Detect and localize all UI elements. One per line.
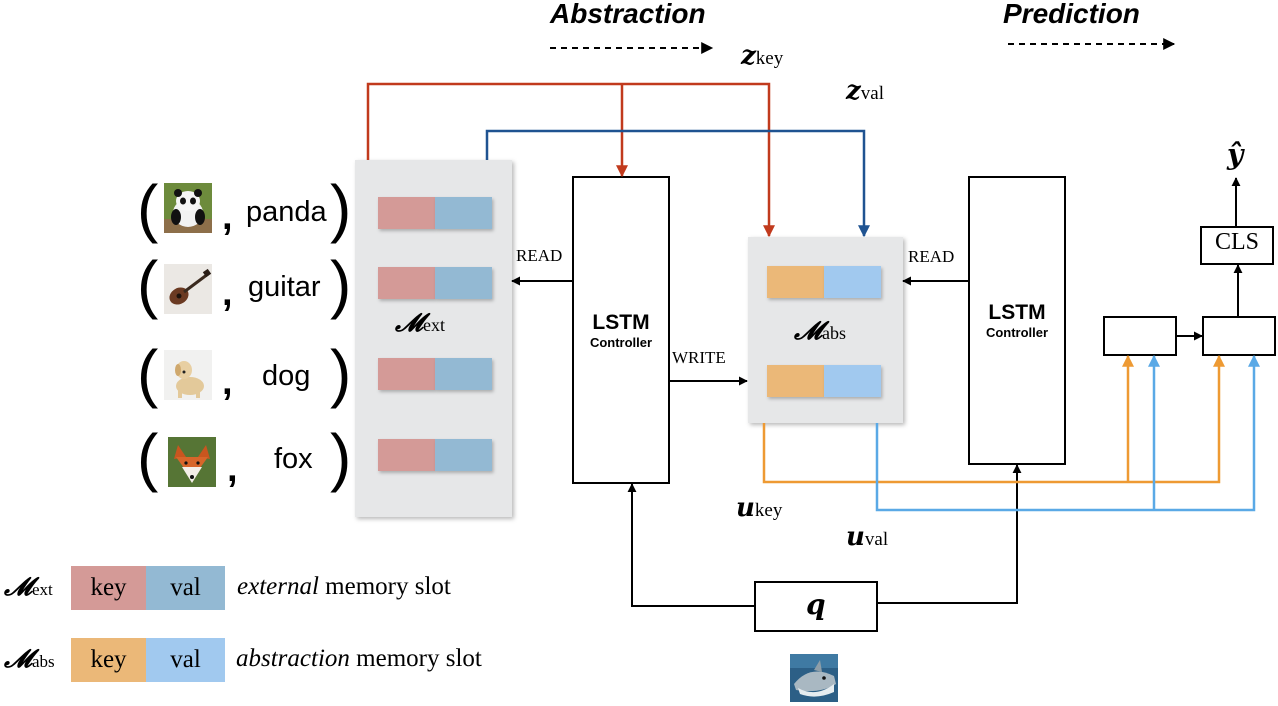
u-val-label: uval: [846, 522, 889, 552]
abs-slot-val: [824, 365, 881, 397]
fox-thumbnail: [168, 437, 216, 487]
legend-abs-val-swatch: [146, 638, 225, 682]
cls-label: CLS: [1214, 229, 1259, 255]
fox-icon: [168, 437, 216, 487]
lstm-controller-1: LSTM Controller: [573, 311, 669, 350]
lstm-controller-2-box: [968, 176, 1066, 465]
hidden-box-1: [1103, 316, 1177, 356]
pair-label-fox: fox: [274, 443, 313, 475]
pair-comma: ,: [222, 361, 233, 403]
legend-abstraction-memory-symbol: 𝓜abs: [4, 644, 55, 673]
ext-slot-val: [435, 439, 492, 471]
read-abs-label: READ: [908, 247, 955, 266]
hidden-box-2: [1202, 316, 1276, 356]
prediction-heading: Prediction: [1003, 0, 1140, 29]
external-memory-slots: [378, 197, 492, 471]
pair-label-guitar: guitar: [248, 271, 321, 303]
lstm-controller-1-subtitle: Controller: [589, 335, 653, 350]
legend-abs-val-label: val: [170, 646, 201, 673]
query-label: q: [806, 588, 826, 621]
legend-external-memory-symbol: 𝓜ext: [4, 572, 53, 601]
write-abs-label: WRITE: [672, 348, 726, 367]
pair-label-panda: panda: [246, 196, 327, 228]
pair-comma: ,: [227, 448, 238, 490]
z-key-label: zkey: [741, 41, 784, 71]
ext-slot-key: [378, 439, 435, 471]
pair-close-paren: ): [330, 337, 352, 409]
pair-close-paren: ): [330, 248, 352, 320]
legend-abs-key-label: key: [90, 646, 127, 673]
query-to-controller-2: [877, 464, 1022, 604]
u-key-label: ukey: [736, 493, 783, 523]
query-box: [754, 581, 878, 632]
abstraction-memory-slots: [767, 266, 881, 397]
query-shark-thumbnail: [790, 654, 838, 702]
query-to-controller-1: [627, 483, 755, 607]
abstraction-heading: Abstraction: [550, 0, 706, 29]
lstm-controller-1-box: [572, 176, 670, 484]
abs-slot-key: [767, 266, 824, 298]
legend-ext-key-label: key: [90, 574, 127, 601]
external-memory-label: 𝓜ext: [395, 308, 446, 337]
ext-slot-val: [435, 267, 492, 299]
z-val-line: [485, 129, 870, 238]
pair-close-paren: ): [330, 172, 352, 244]
z-val-label: zval: [846, 76, 884, 106]
pair-close-paren: ): [330, 421, 352, 493]
pair-open-paren: (: [137, 421, 159, 493]
guitar-thumbnail: [164, 264, 212, 314]
legend-abstraction-description: abstraction memory slot: [236, 645, 482, 672]
shark-icon: [790, 654, 838, 702]
panda-icon: [164, 183, 212, 233]
pair-open-paren: (: [137, 337, 159, 409]
read-ext-label: READ: [516, 246, 563, 265]
lstm-controller-2-subtitle: Controller: [985, 325, 1049, 340]
pair-open-paren: (: [137, 172, 159, 244]
ext-slot-key: [378, 358, 435, 390]
abs-slot-val: [824, 266, 881, 298]
abstraction-memory-label: 𝓜abs: [794, 316, 847, 345]
ext-slot-val: [435, 358, 492, 390]
u-key-line: [762, 354, 1225, 484]
u-val-line: [875, 354, 1260, 512]
dog-icon: [164, 350, 212, 400]
pair-comma: ,: [222, 196, 233, 238]
ext-slot-val: [435, 197, 492, 229]
abs-slot-key: [767, 365, 824, 397]
lstm-controller-2-title: LSTM: [988, 301, 1046, 324]
pair-label-dog: dog: [262, 360, 311, 392]
legend-ext-val-label: val: [170, 574, 201, 601]
pair-comma: ,: [222, 272, 233, 314]
ext-slot-key: [378, 197, 435, 229]
guitar-icon: [164, 264, 212, 314]
lstm-controller-2: LSTM Controller: [969, 301, 1065, 340]
legend-abs-key-swatch: [71, 638, 146, 682]
lstm-controller-1-title: LSTM: [592, 311, 650, 334]
panda-thumbnail: [164, 183, 212, 233]
pair-open-paren: (: [137, 248, 159, 320]
dog-thumbnail: [164, 350, 212, 400]
ext-slot-key: [378, 267, 435, 299]
legend-external-description: external memory slot: [237, 573, 451, 600]
legend-ext-key-swatch: [71, 566, 146, 610]
y-hat-label: ŷ: [1227, 138, 1244, 171]
z-key-line: [366, 82, 775, 238]
legend-ext-val-swatch: [146, 566, 225, 610]
